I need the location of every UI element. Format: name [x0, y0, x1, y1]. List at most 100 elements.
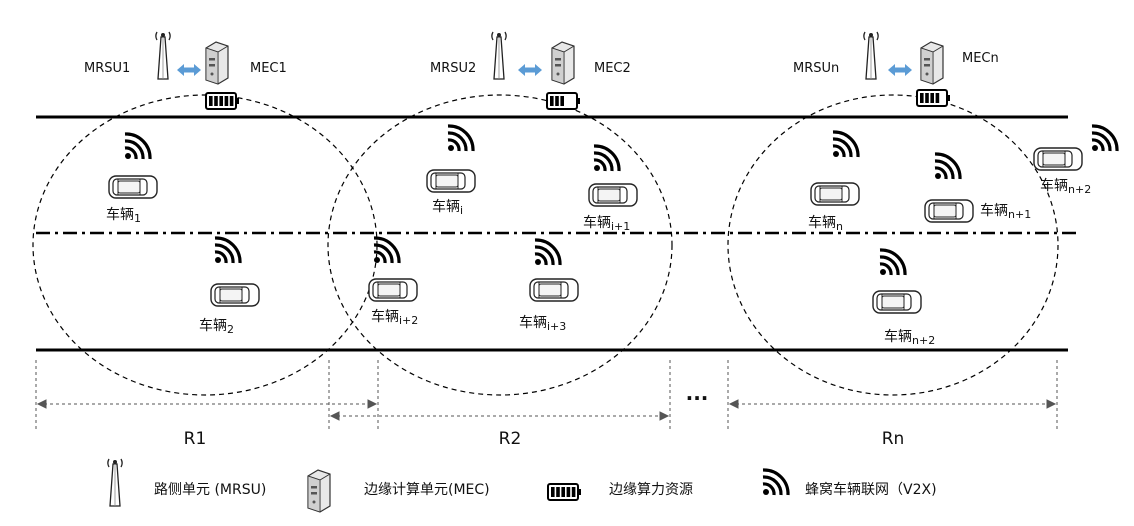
car-icon [1033, 147, 1083, 171]
infrastructure-unit-n: MRSUn MECn [793, 31, 999, 107]
battery-level-bar [556, 487, 560, 497]
server-box-icon [205, 41, 229, 85]
wireless-signal-icon [123, 132, 152, 161]
range-label-rn: Rn [882, 429, 905, 449]
range-label-r1: R1 [184, 429, 207, 449]
car-icon [529, 278, 579, 302]
vehicle-label-n-plus-2-outside: 车辆 [1040, 177, 1068, 194]
vehicle-i-plus-2: 车辆i+2 [368, 236, 418, 327]
antenna-tower-icon [491, 31, 507, 80]
vehicle-n-plus-2: 车辆n+2 [872, 248, 935, 347]
battery-icon [546, 92, 580, 110]
svg-text:车辆n+2: 车辆n+2 [1040, 177, 1091, 196]
mec-label-2: MEC2 [594, 61, 631, 76]
ellipsis-label: ... [686, 381, 709, 405]
wireless-signal-icon [1090, 124, 1119, 153]
battery-level-bar [925, 93, 929, 103]
battery-icon [205, 92, 239, 110]
car-icon [810, 182, 860, 206]
vehicle-label-i: 车辆 [432, 198, 460, 215]
battery-icon [547, 483, 581, 501]
car-icon [924, 199, 974, 223]
vehicle-subscript-n-plus-2: n+2 [912, 334, 935, 347]
battery-level-bar [224, 96, 229, 106]
battery-level-bar [551, 487, 555, 497]
car-icon [108, 175, 158, 199]
wireless-signal-icon [213, 236, 242, 265]
vehicle-subscript-n-plus-1: n+1 [1008, 208, 1031, 221]
battery-level-bar [920, 93, 924, 103]
vehicle-i-plus-3: 车辆i+3 [519, 238, 579, 333]
battery-level-bar [561, 487, 565, 497]
range-arrow-rn [728, 399, 1057, 409]
wireless-signal-icon [533, 238, 562, 267]
coverage-area-2 [327, 94, 673, 396]
battery-level-bar [560, 96, 564, 106]
battery-level-bar [566, 487, 571, 497]
vehicle-subscript-i-plus-1: i+1 [611, 220, 630, 233]
rsu-label-2: MRSU2 [430, 61, 476, 76]
wireless-signal-icon [592, 144, 621, 173]
svg-text:车辆1: 车辆1 [106, 206, 141, 225]
vehicle-label-2: 车辆 [199, 317, 227, 334]
battery-level-bar [219, 96, 223, 106]
double-arrow-icon [518, 64, 542, 76]
legend-mec-label: 边缘计算单元(MEC) [364, 482, 490, 498]
vehicle-1: 车辆1 [106, 132, 158, 225]
svg-text:车辆2: 车辆2 [199, 317, 234, 336]
battery-level-bar [935, 93, 940, 103]
rsu-label-1: MRSU1 [84, 61, 130, 76]
range-label-r2: R2 [499, 429, 522, 449]
legend-battery-label: 边缘算力资源 [609, 482, 693, 498]
vehicle-label-i-plus-1: 车辆 [583, 214, 611, 231]
svg-text:车辆i+1: 车辆i+1 [583, 214, 630, 233]
rsu-label-n: MRSUn [793, 61, 839, 76]
battery-level-bar [555, 96, 559, 106]
wireless-signal-icon [372, 236, 401, 265]
svg-text:车辆n+1: 车辆n+1 [980, 202, 1031, 221]
car-icon [872, 290, 922, 314]
battery-level-bar [930, 93, 934, 103]
wireless-signal-icon [446, 124, 475, 153]
server-box-icon [307, 469, 331, 513]
car-icon [426, 169, 476, 193]
antenna-tower-icon [107, 458, 123, 507]
car-icon [588, 183, 638, 207]
battery-level-bar [571, 487, 576, 497]
battery-level-bar [229, 96, 234, 106]
battery-level-bar [550, 96, 554, 106]
svg-text:车辆i+3: 车辆i+3 [519, 314, 566, 333]
range-arrow-r1 [36, 399, 378, 409]
svg-text:车辆n: 车辆n [808, 214, 843, 233]
wireless-signal-icon [933, 152, 962, 181]
vehicle-subscript-1: 1 [134, 212, 141, 225]
vehicle-n-plus-2-outside: 车辆n+2 [1033, 124, 1119, 196]
car-icon [210, 283, 260, 307]
vehicle-n-plus-1: 车辆n+1 [924, 152, 1031, 223]
vehicle-subscript-2: 2 [227, 323, 234, 336]
vehicle-label-1: 车辆 [106, 206, 134, 223]
double-arrow-icon [177, 64, 201, 76]
infrastructure-unit-1: MRSU1 MEC1 [84, 31, 287, 110]
server-box-icon [551, 41, 575, 85]
wireless-signal-icon [761, 468, 790, 497]
car-icon [368, 278, 418, 302]
vehicle-label-n-plus-1: 车辆 [980, 202, 1008, 219]
antenna-tower-icon [155, 31, 171, 80]
wireless-signal-icon [831, 130, 860, 159]
range-arrow-r2 [329, 411, 670, 421]
battery-level-bar [209, 96, 213, 106]
infrastructure-unit-2: MRSU2 MEC2 [430, 31, 631, 110]
vehicle-n: 车辆n [808, 130, 860, 233]
vehicle-label-n: 车辆 [808, 214, 836, 231]
vehicle-subscript-n: n [836, 220, 843, 233]
vehicle-label-i-plus-3: 车辆 [519, 314, 547, 331]
svg-text:车辆i+2: 车辆i+2 [371, 308, 418, 327]
coverage-area-n [727, 94, 1059, 396]
mec-label-n: MECn [962, 51, 999, 66]
vehicle-subscript-i: i [460, 204, 463, 217]
vehicle-label-n-plus-2: 车辆 [884, 328, 912, 345]
vehicle-i-plus-1: 车辆i+1 [583, 144, 638, 233]
wireless-signal-icon [878, 248, 907, 277]
